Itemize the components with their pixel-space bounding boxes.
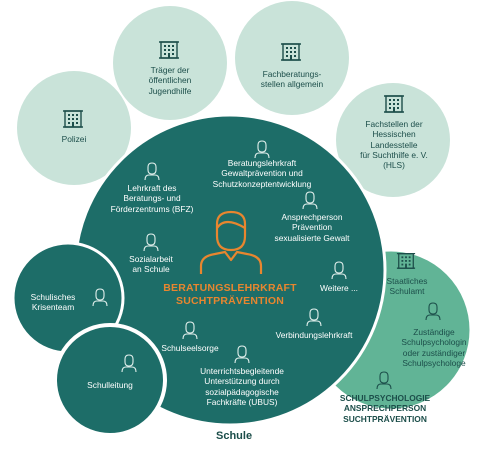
role-sexualisierte-gewalt: Ansprechperson Prävention sexualisierte …: [274, 212, 350, 243]
building-icon: [62, 107, 84, 134]
role-bfz: Lehrkraft des Beratungs- und Förderzentr…: [110, 183, 194, 214]
person-icon: [254, 140, 270, 163]
schulpsychologe-label: Zuständige Schulpsychologin oder zuständ…: [401, 327, 467, 368]
institution-fachberatung: Fachberatungs- stellen allgemein: [260, 69, 324, 90]
person-icon: [143, 233, 159, 256]
school-label: Schule: [216, 430, 253, 442]
person-icon: [302, 191, 318, 214]
role-sozialarbeit: Sozialarbeit an Schule: [129, 254, 173, 275]
circle-hls: [336, 83, 450, 197]
role-weitere: Weitere ...: [319, 283, 358, 293]
person-icon: [144, 162, 160, 185]
person-icon: [331, 261, 347, 284]
person-icon: [121, 354, 137, 377]
circle-jugendhilfe: [113, 6, 227, 120]
person-icon: [92, 288, 108, 311]
circle-schulleitung-label: Schulleitung: [87, 380, 133, 390]
center-title: BERATUNGSLEHRKRAFT SUCHTPRÄVENTION: [163, 282, 297, 308]
person-icon: [234, 345, 250, 368]
institution-polizei: Polizei: [61, 134, 87, 144]
person-icon: [376, 371, 392, 394]
circle-schulleitung: [53, 323, 167, 437]
role-verbindungslehrkraft: Verbindungslehrkraft: [275, 330, 353, 340]
person-icon: [425, 302, 441, 325]
building-icon: [383, 92, 405, 119]
person-icon: [182, 321, 198, 344]
schulamt-label: Staatliches Schulamt: [386, 276, 428, 297]
central-person-icon: [199, 208, 263, 279]
institution-jugendhilfe: Träger der öffentlichen Jugendhilfe: [148, 65, 192, 96]
institution-hls: Fachstellen der Hessischen Landesstelle …: [360, 119, 428, 170]
role-gewaltpraevention: Beratungslehrkraft Gewaltprävention und …: [212, 158, 312, 189]
role-ubus: Unterrichtsbegleitende Unterstützung dur…: [200, 366, 284, 407]
building-icon: [280, 40, 302, 67]
building-icon: [158, 38, 180, 65]
building-icon: [396, 250, 416, 275]
circle-krisenteam-label: Schulisches Krisenteam: [30, 292, 76, 313]
person-icon: [306, 308, 322, 331]
schulpsychologie-title: SCHULPSYCHOLOGIE ANSPRECHPERSON SUCHTPRÄ…: [339, 393, 431, 424]
role-schulseelsorge: Schulseelsorge: [161, 343, 219, 353]
circle-polizei: [17, 71, 131, 185]
